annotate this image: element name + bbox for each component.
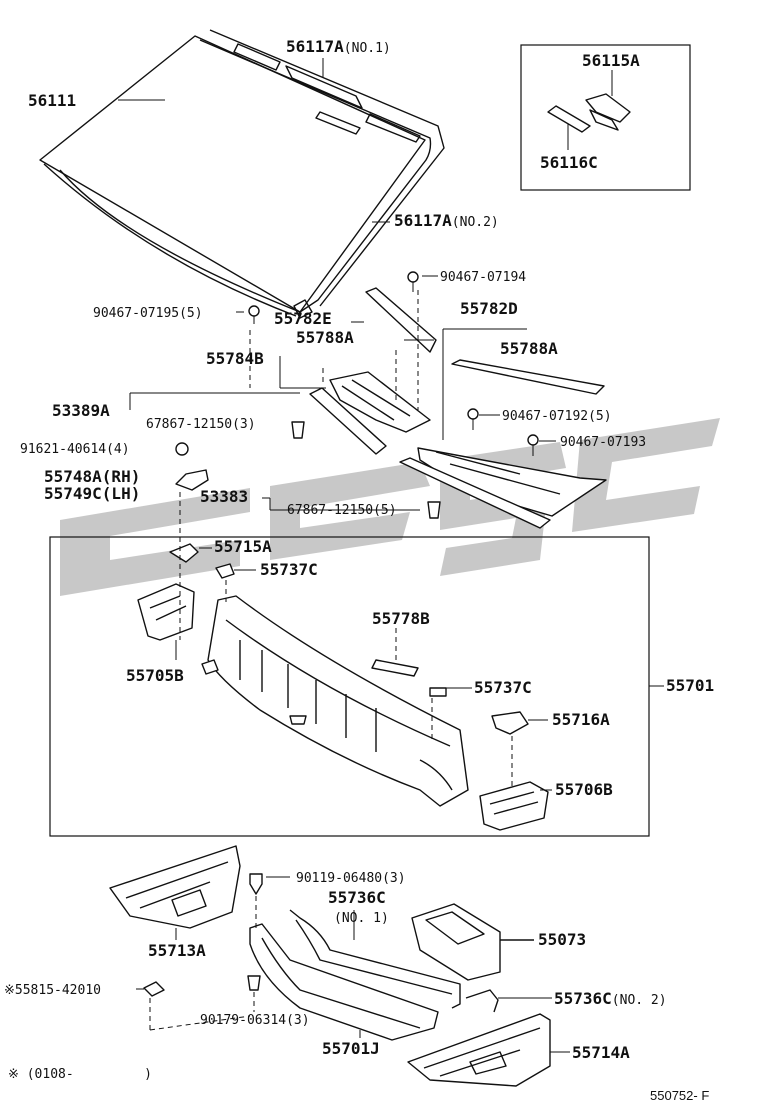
label-55073: 55073 xyxy=(538,930,586,949)
label-53383: 53383 xyxy=(200,487,248,506)
small-parts-cowl xyxy=(169,543,529,735)
part-labels: 56117A(NO.1) 56111 56115A 56116C 56117A(… xyxy=(4,37,714,1103)
inset-box xyxy=(520,44,691,191)
clip-56115A xyxy=(585,70,631,131)
label-90467-07192: 90467-07192(5) xyxy=(502,409,612,424)
label-55748A: 55748A(RH) xyxy=(44,467,140,486)
label-55714A: 55714A xyxy=(572,1043,630,1062)
label-55736C-no1-suffix: (NO. 1) xyxy=(334,911,389,926)
figure-code: 550752- F xyxy=(650,1088,709,1103)
label-55737C-right: 55737C xyxy=(474,678,532,697)
label-67867-12150-5: 67867-12150(5) xyxy=(287,503,397,518)
label-55715A: 55715A xyxy=(214,537,272,556)
pad-56116C xyxy=(547,105,591,150)
label-90467-07195: 90467-07195(5) xyxy=(93,306,203,321)
tray-55701J xyxy=(249,923,439,1041)
label-67867-12150-3: 67867-12150(3) xyxy=(146,417,256,432)
label-56111: 56111 xyxy=(28,91,76,110)
label-91621-40614: 91621-40614(4) xyxy=(20,442,130,457)
panel-55714A xyxy=(407,1013,570,1087)
panel-55713A xyxy=(109,845,241,940)
label-55782D: 55782D xyxy=(460,299,518,318)
label-90119-06480: 90119-06480(3) xyxy=(296,871,406,886)
cowl-panel-right xyxy=(399,359,607,529)
label-55778B: 55778B xyxy=(372,609,430,628)
label-56115A: 56115A xyxy=(582,51,640,70)
label-90467-07193: 90467-07193 xyxy=(560,435,646,450)
leader-lines-cowl xyxy=(129,275,556,511)
label-55749C: 55749C(LH) xyxy=(44,484,140,503)
label-55705B: 55705B xyxy=(126,666,184,685)
seal-55736C-no2 xyxy=(465,989,552,1013)
label-55736C-no1: 55736C xyxy=(328,888,386,907)
cowl-top-panel xyxy=(201,595,469,807)
windshield-glass xyxy=(39,29,445,319)
bracket-55705B xyxy=(137,583,195,641)
leader-lines-cowl-assembly xyxy=(175,492,552,791)
label-90467-07194: 90467-07194 xyxy=(440,270,526,285)
bracket-55706B xyxy=(479,781,549,831)
label-90179-06314: 90179-06314(3) xyxy=(200,1013,310,1028)
label-55737C-top: 55737C xyxy=(260,560,318,579)
leader-lines-windshield xyxy=(118,58,390,223)
label-53389A: 53389A xyxy=(52,401,110,420)
label-55815-42010: ※55815-42010 xyxy=(4,983,101,998)
box-55073 xyxy=(411,903,534,981)
label-56117A-no2: 56117A(NO.2) xyxy=(394,211,499,230)
label-56116C: 56116C xyxy=(540,153,598,172)
label-55701J: 55701J xyxy=(322,1039,380,1058)
label-55736C-no2: 55736C(NO. 2) xyxy=(554,989,667,1008)
seal-55736C-no1 xyxy=(289,909,461,1009)
label-56117A-no1: 56117A(NO.1) xyxy=(286,37,391,56)
label-55788A-left: 55788A xyxy=(296,328,354,347)
label-55701: 55701 xyxy=(666,676,714,695)
small-parts-lower xyxy=(136,873,290,1031)
label-55788A-right: 55788A xyxy=(500,339,558,358)
fasteners-cowl xyxy=(175,271,539,519)
label-55782E: 55782E xyxy=(274,309,332,328)
label-55716A: 55716A xyxy=(552,710,610,729)
footnote: ※ (0108- ) xyxy=(8,1067,152,1082)
label-55713A: 55713A xyxy=(148,941,206,960)
label-55706B: 55706B xyxy=(555,780,613,799)
label-55784B: 55784B xyxy=(206,349,264,368)
